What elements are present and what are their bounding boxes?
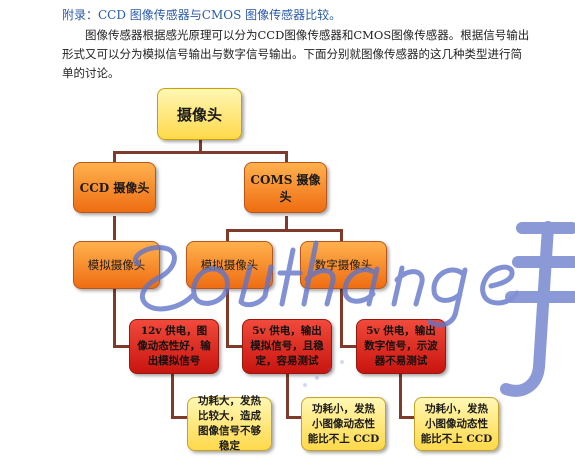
connector-coms-digital-side bbox=[340, 345, 356, 348]
coms-analog-camera-node: 模拟摄像头 bbox=[186, 241, 273, 289]
connector-coms-up bbox=[285, 151, 288, 165]
coms-camera-node: COMS 摄像头 bbox=[244, 162, 327, 213]
appendix-title: 附录：CCD 图像传感器与CMOS 图像传感器比较。 bbox=[62, 8, 342, 22]
coms-analog-detail-node: 5v 供电，输出模拟信号，且稳定，容易测试 bbox=[242, 319, 332, 374]
connector-coms-analog-detail-side bbox=[286, 416, 301, 419]
coms-analog-summary-node: 功耗小，发热小图像动态性能比不上 CCD bbox=[301, 397, 386, 451]
connector-coms-analog-down bbox=[226, 289, 229, 347]
connector-coms-digital-detail-side bbox=[399, 416, 414, 419]
intro-paragraph: 图像传感器根据感光原理可以分为CCD图像传感器和CMOS图像传感器。根据信号输出… bbox=[62, 28, 530, 80]
connector-ccd-detail-down bbox=[171, 372, 174, 417]
camera-root-node: 摄像头 bbox=[157, 88, 242, 140]
connector-coms-analog-detail-down bbox=[286, 372, 289, 417]
ccd-camera-node: CCD 摄像头 bbox=[73, 162, 156, 213]
connector-coms-analog-up bbox=[226, 229, 229, 242]
connector-coms-down bbox=[285, 216, 288, 230]
coms-digital-detail-node: 5v 供电，输出数字信号，示波器不易测试 bbox=[356, 319, 446, 374]
coms-digital-summary-node: 功耗小，发热小图像动态性能比不上 CCD bbox=[414, 397, 499, 451]
connector-root-down bbox=[199, 140, 202, 151]
ccd-analog-camera-node: 模拟摄像头 bbox=[73, 241, 160, 289]
connector-ccd-detail-side bbox=[171, 416, 187, 419]
connector-ccd-analog-side bbox=[113, 345, 129, 348]
ccd-analog-detail-node: 12v 供电，图像动态性好，输出模拟信号 bbox=[129, 319, 219, 374]
connector-ccd-down bbox=[113, 216, 116, 240]
ccd-summary-node: 功耗大，发热比较大，造成图像信号不够稳定 bbox=[187, 395, 272, 452]
connector-coms-digital-down bbox=[340, 289, 343, 347]
connector-ccd-analog-down bbox=[113, 289, 116, 347]
connector-level2-horizontal bbox=[226, 229, 342, 232]
connector-coms-analog-side bbox=[226, 345, 242, 348]
coms-digital-camera-node: 数字摄像头 bbox=[300, 241, 387, 289]
connector-level1-horizontal bbox=[113, 151, 287, 154]
connector-ccd-up bbox=[113, 151, 116, 165]
connector-coms-digital-up bbox=[340, 229, 343, 242]
connector-coms-digital-detail-down bbox=[399, 372, 402, 417]
